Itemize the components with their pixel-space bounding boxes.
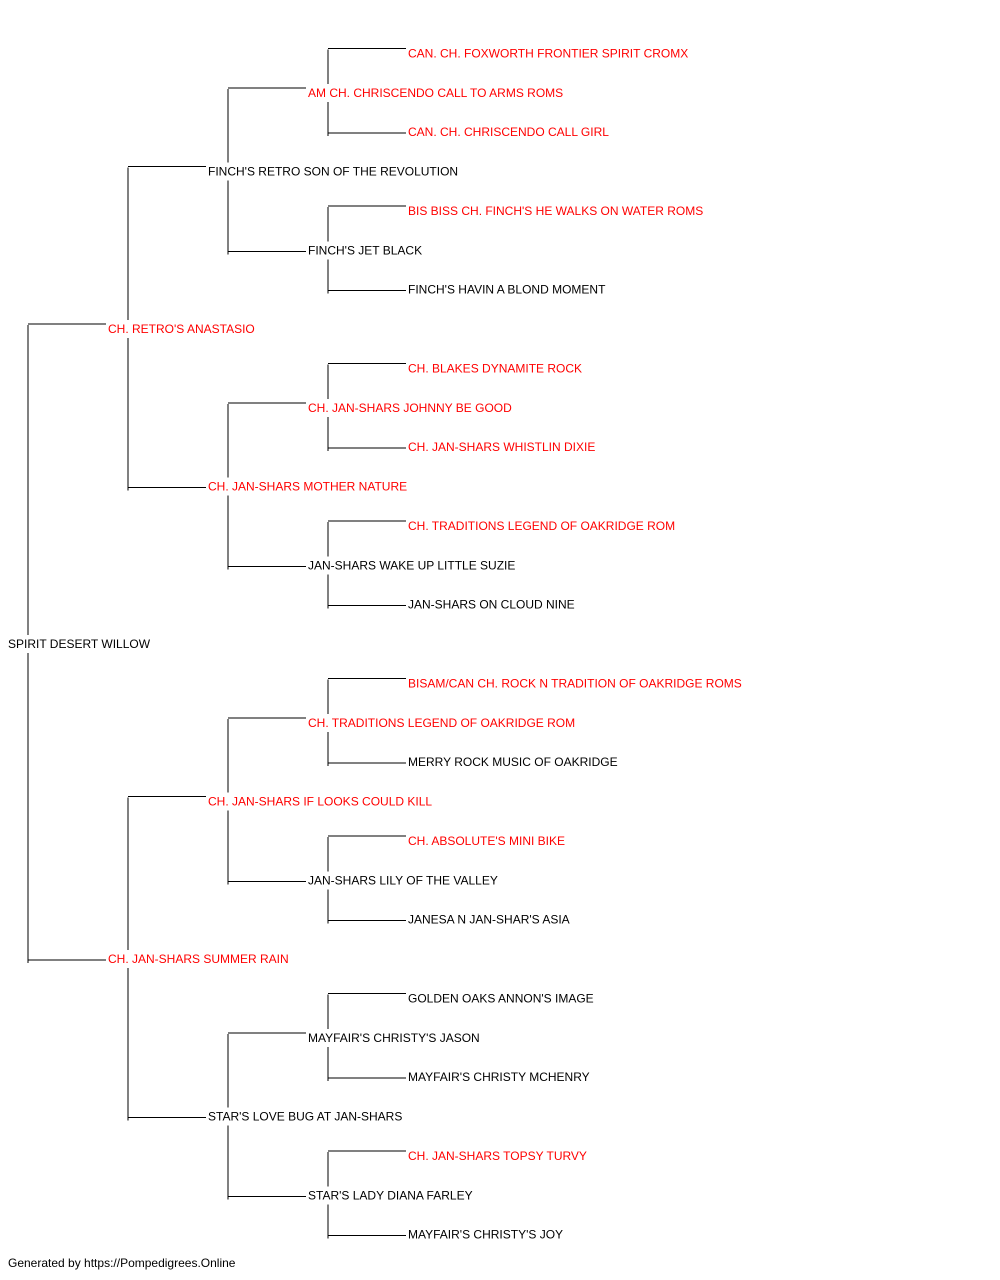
pedigree-name: CH. JAN-SHARS WHISTLIN DIXIE [408, 440, 595, 454]
pedigree-name: CH. ABSOLUTE'S MINI BIKE [408, 834, 565, 848]
pedigree-name: MERRY ROCK MUSIC OF OAKRIDGE [408, 755, 618, 769]
pedigree-name: CAN. CH. CHRISCENDO CALL GIRL [408, 125, 609, 139]
pedigree-name: MAYFAIR'S CHRISTY MCHENRY [408, 1070, 590, 1084]
pedigree-name: FINCH'S HAVIN A BLOND MOMENT [408, 283, 606, 297]
pedigree-name: MAYFAIR'S CHRISTY'S JOY [408, 1228, 563, 1242]
pedigree-name: CH. JAN-SHARS SUMMER RAIN [108, 952, 289, 966]
pedigree-name: JANESA N JAN-SHAR'S ASIA [408, 913, 570, 927]
pedigree-name: CH. JAN-SHARS JOHNNY BE GOOD [308, 401, 512, 415]
pedigree-name: STAR'S LOVE BUG AT JAN-SHARS [208, 1110, 402, 1124]
generated-by-footer: Generated by https://Pompedigrees.Online [8, 1256, 236, 1270]
pedigree-name: CH. JAN-SHARS TOPSY TURVY [408, 1149, 587, 1163]
pedigree-name: STAR'S LADY DIANA FARLEY [308, 1188, 473, 1202]
pedigree-name: BISAM/CAN CH. ROCK N TRADITION OF OAKRID… [408, 676, 742, 690]
pedigree-name: CH. TRADITIONS LEGEND OF OAKRIDGE ROM [308, 716, 575, 730]
pedigree-name: CAN. CH. FOXWORTH FRONTIER SPIRIT CROMX [408, 46, 688, 60]
pedigree-name: CH. TRADITIONS LEGEND OF OAKRIDGE ROM [408, 519, 675, 533]
pedigree-name: JAN-SHARS WAKE UP LITTLE SUZIE [308, 558, 515, 572]
pedigree-name: CH. JAN-SHARS MOTHER NATURE [208, 480, 407, 494]
pedigree-name: MAYFAIR'S CHRISTY'S JASON [308, 1031, 480, 1045]
pedigree-name: BIS BISS CH. FINCH'S HE WALKS ON WATER R… [408, 204, 703, 218]
pedigree-name: FINCH'S JET BLACK [308, 243, 422, 257]
pedigree-name: FINCH'S RETRO SON OF THE REVOLUTION [208, 165, 458, 179]
pedigree-name: AM CH. CHRISCENDO CALL TO ARMS ROMS [308, 86, 563, 100]
pedigree-name: CH. BLAKES DYNAMITE ROCK [408, 361, 582, 375]
pedigree-name: SPIRIT DESERT WILLOW [8, 637, 151, 651]
pedigree-name: JAN-SHARS LILY OF THE VALLEY [308, 873, 498, 887]
pedigree-name: GOLDEN OAKS ANNON'S IMAGE [408, 991, 594, 1005]
pedigree-name: CH. RETRO'S ANASTASIO [108, 322, 255, 336]
pedigree-name: JAN-SHARS ON CLOUD NINE [408, 598, 575, 612]
pedigree-name: CH. JAN-SHARS IF LOOKS COULD KILL [208, 795, 432, 809]
